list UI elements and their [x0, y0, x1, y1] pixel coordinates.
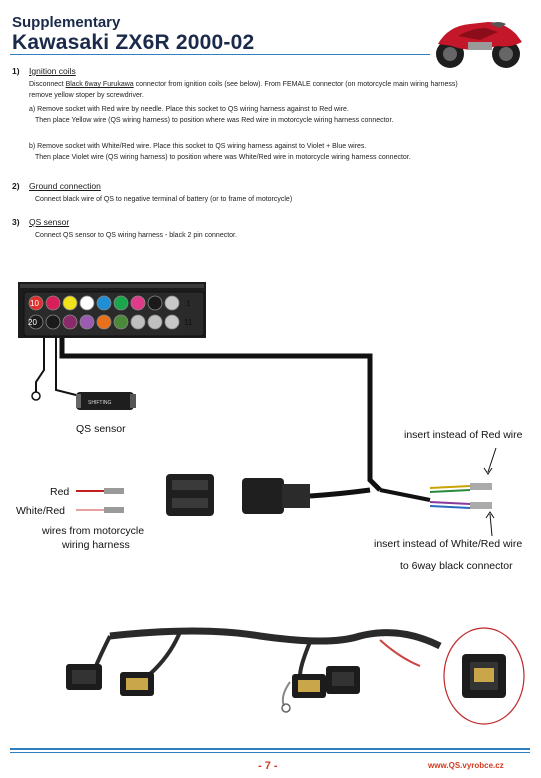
ground-ring-icon — [31, 391, 41, 401]
footer-divider-bottom — [10, 752, 530, 753]
section-3-number: 3) — [12, 217, 20, 227]
website-link[interactable]: www.QS.vyrobce.cz — [428, 761, 504, 770]
insert-red-label: insert instead of Red wire — [404, 429, 523, 441]
header-supplementary: Supplementary — [12, 14, 121, 31]
connector-pin — [28, 314, 44, 330]
photo-connector-3 — [292, 674, 326, 698]
pin-number-10: 10 — [30, 299, 39, 308]
photo-connector-2 — [120, 672, 154, 696]
wires-from-label-1: wires from motorcycle — [41, 525, 144, 537]
section-1-a2: Then place Yellow wire (QS wiring harnes… — [35, 117, 394, 124]
section-1-a1: a) Remove socket with Red wire by needle… — [29, 106, 349, 113]
wires-from-label-2: wiring harness — [61, 539, 130, 551]
red-label: Red — [50, 486, 69, 498]
connector-pin — [147, 314, 163, 330]
female-connector-icon — [166, 474, 214, 516]
photo-connector-4 — [326, 666, 360, 694]
connector-pin — [96, 314, 112, 330]
footer-divider-top — [10, 748, 530, 750]
section-3-text: Connect QS sensor to QS wiring harness -… — [35, 232, 237, 239]
header-divider — [10, 54, 430, 55]
connector-pin — [96, 295, 112, 311]
white-red-label: White/Red — [16, 505, 65, 517]
page-title: Kawasaki ZX6R 2000-02 — [12, 31, 255, 54]
connector-pin — [62, 314, 78, 330]
connector-pin — [113, 314, 129, 330]
connector-pins-bottom — [28, 314, 180, 330]
qs-unit-connector — [18, 282, 206, 338]
pin-number-1: 1 — [186, 299, 191, 308]
motorcycle-image — [436, 22, 522, 68]
connector-pin — [130, 295, 146, 311]
pin-number-20: 20 — [28, 318, 37, 327]
connector-pin — [28, 295, 44, 311]
connector-pin — [62, 295, 78, 311]
section-1-title: Ignition coils — [29, 66, 76, 76]
connector-pin — [164, 314, 180, 330]
highlight-circle — [443, 627, 525, 725]
section-1-intro: Disconnect Black 6way Furukawa connector… — [29, 81, 458, 88]
connector-pin — [113, 295, 129, 311]
section-1-b1: b) Remove socket with White/Red wire. Pl… — [29, 143, 367, 150]
arrow-white-red-icon — [489, 513, 493, 537]
connector-pin — [147, 295, 163, 311]
qs-sensor-label: QS sensor — [76, 423, 126, 435]
ground-wire — [35, 338, 45, 392]
wiring-diagram: SHIFTING QS sensor Red White/Red wires f… — [16, 282, 523, 572]
page-number: - 7 - — [258, 760, 278, 772]
photo-connector-1 — [66, 664, 102, 690]
connector-pin — [79, 295, 95, 311]
section-3-title: QS sensor — [29, 217, 70, 227]
connector-pin — [79, 314, 95, 330]
section-2-text: Connect black wire of QS to negative ter… — [35, 196, 293, 203]
insert-white-red-label: insert instead of White/Red wire — [374, 538, 522, 550]
male-connector-icon — [242, 478, 310, 514]
section-1-number: 1) — [12, 66, 20, 76]
to-6way-label: to 6way black connector — [400, 560, 513, 572]
section-2-number: 2) — [12, 181, 20, 191]
svg-text:SHIFTING: SHIFTING — [88, 400, 111, 406]
connector-pin — [45, 314, 61, 330]
section-2-title: Ground connection — [29, 181, 101, 191]
pin-number-11: 11 — [184, 318, 193, 327]
section-1-b2: Then place Violet wire (QS wiring harnes… — [35, 154, 411, 161]
arrow-red-icon — [487, 447, 497, 473]
photo-6way-connector — [462, 654, 506, 698]
connector-pin — [130, 314, 146, 330]
section-1-intro-line2: remove yellow stoper by screwdriver. — [29, 92, 144, 99]
connector-pin — [164, 295, 180, 311]
qs-sensor-icon: SHIFTING — [76, 392, 136, 410]
harness-cable — [59, 338, 382, 492]
connector-pin — [45, 295, 61, 311]
harness-photo — [66, 627, 525, 725]
connector-pins-top — [28, 295, 180, 311]
